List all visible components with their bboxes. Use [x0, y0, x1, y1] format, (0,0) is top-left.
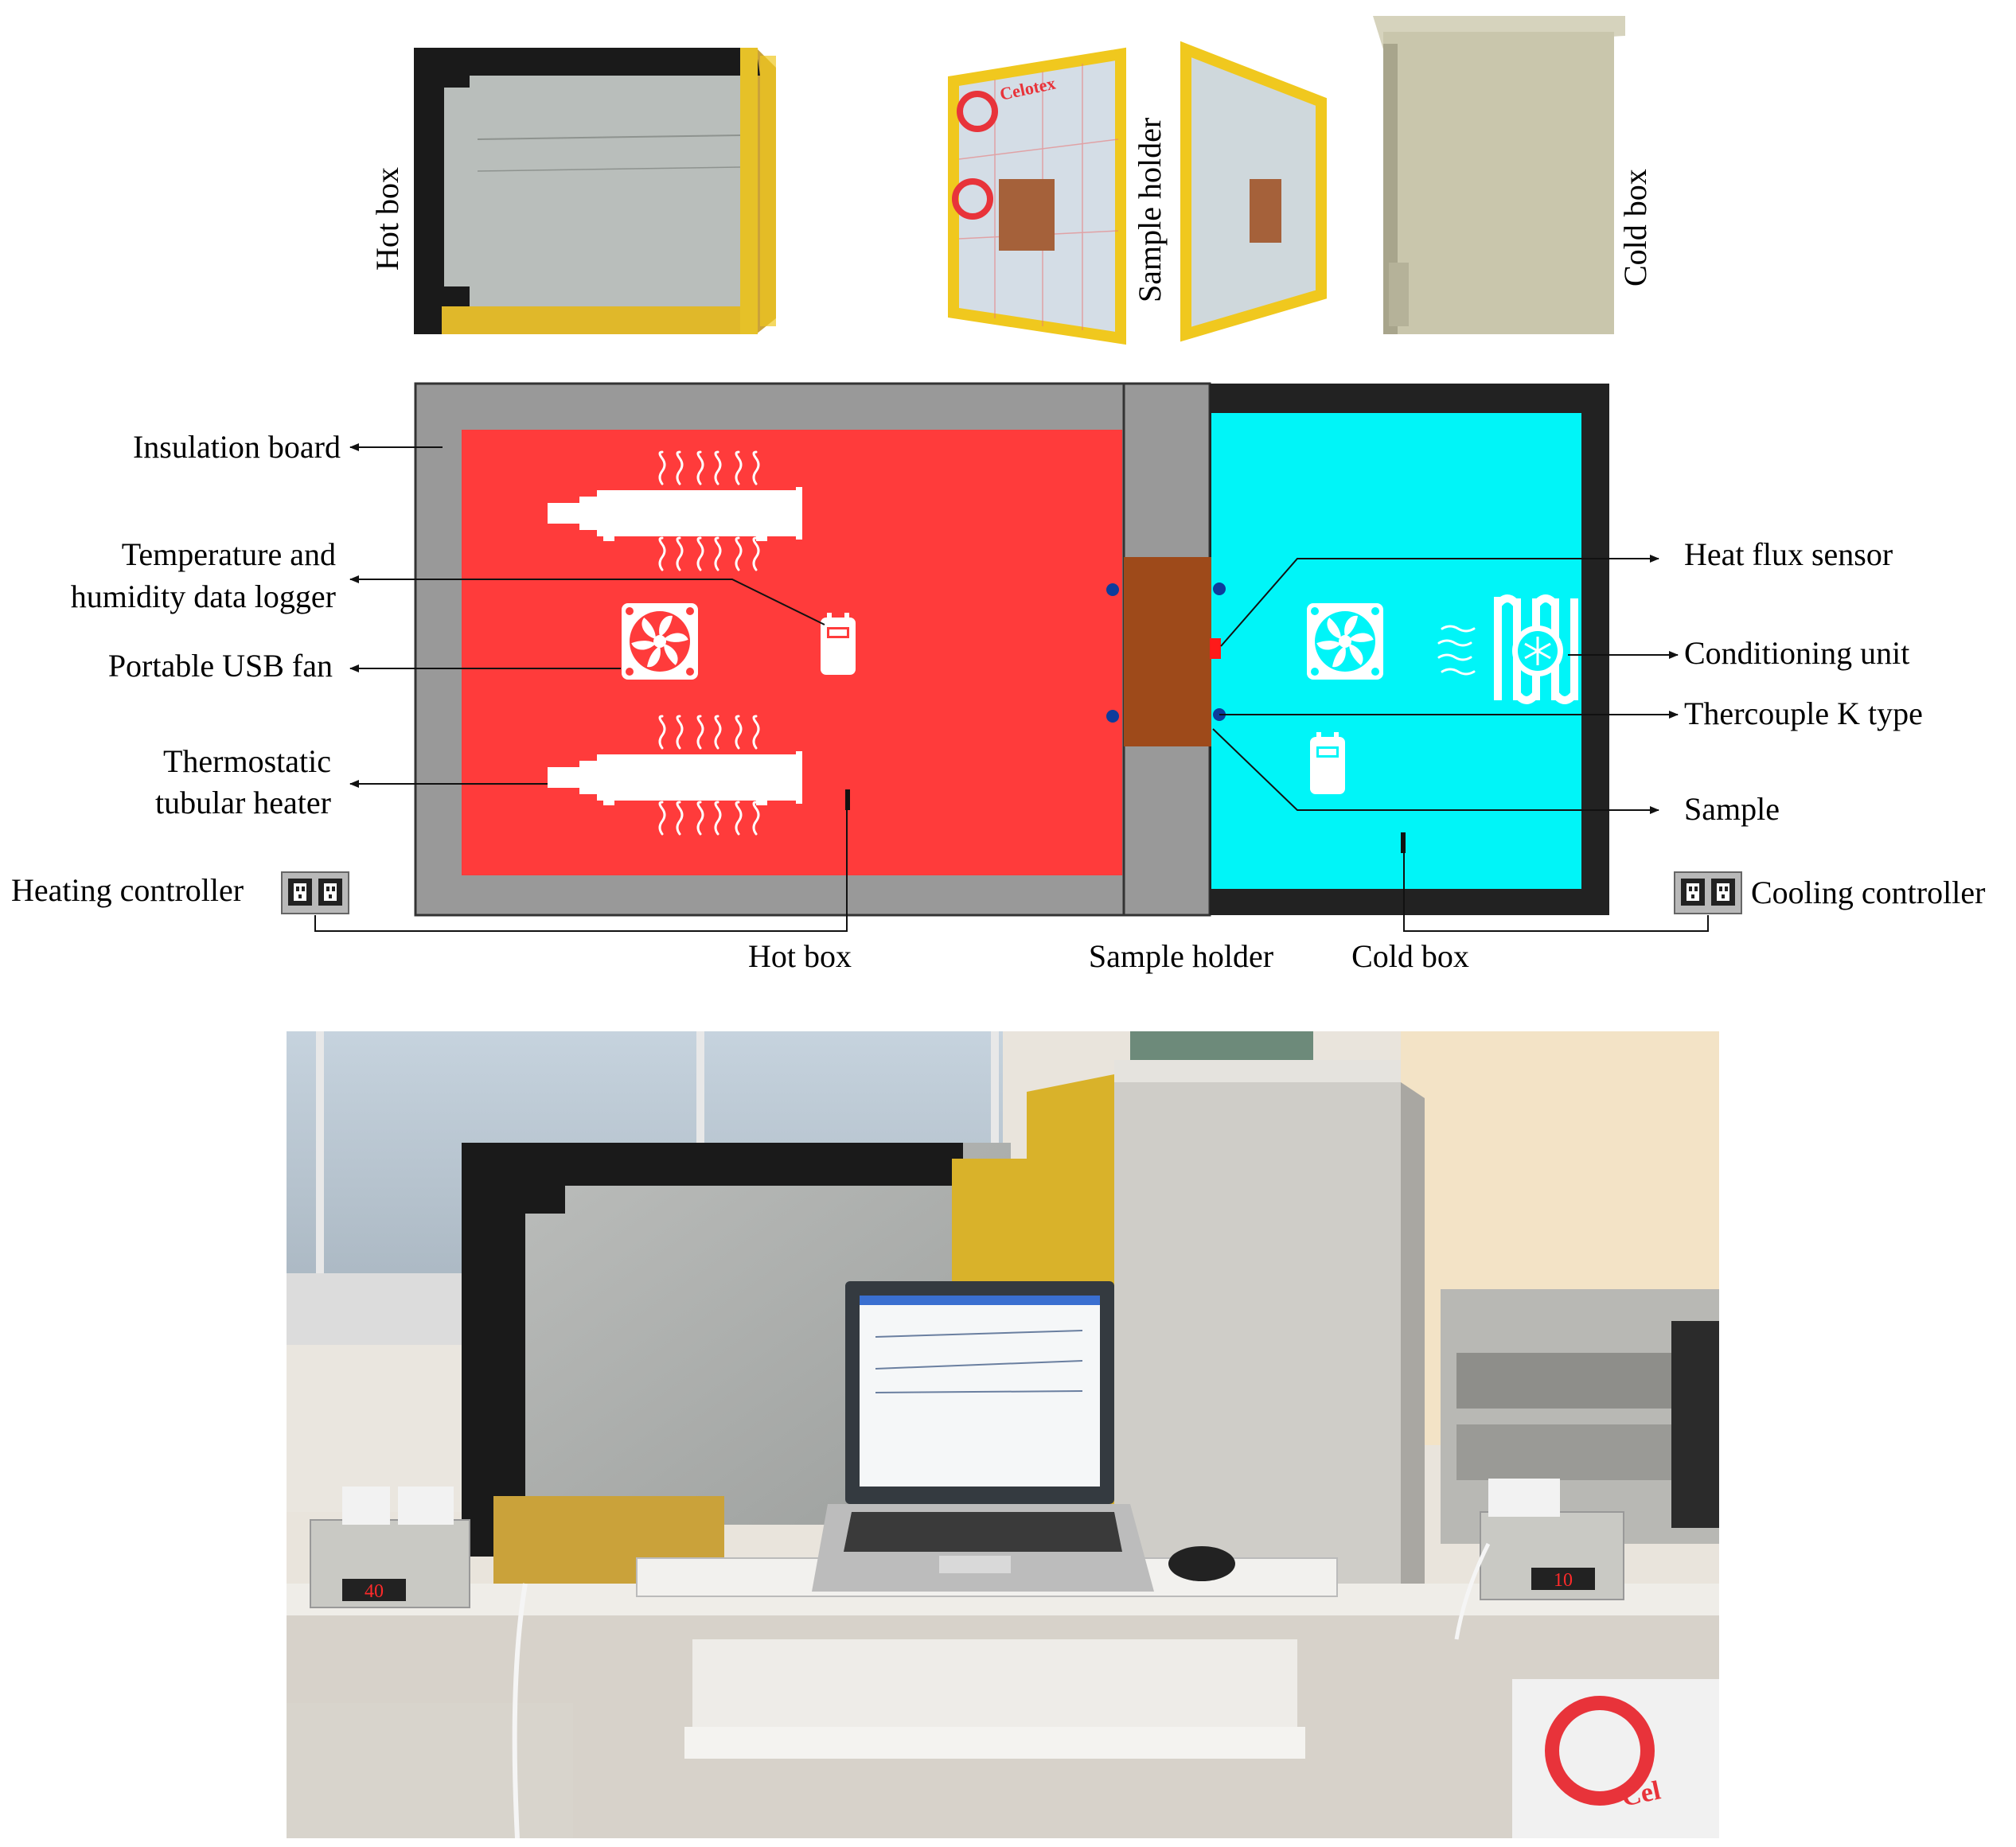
- hot-box-label: Hot box: [748, 938, 852, 974]
- schematic-diagram: Insulation board Temperature and humidit…: [11, 382, 1985, 974]
- thermocouple-2: [1213, 583, 1226, 595]
- heating-controller-display: 40: [365, 1581, 384, 1602]
- top-photo-strip: Hot box Celotex Sample holder: [369, 16, 1653, 345]
- conditioning-unit-icon: [1437, 594, 1578, 704]
- cooling-controller-icon: [1674, 871, 1742, 914]
- probe-hot: [845, 789, 850, 810]
- temp-logger-label-line2: humidity data logger: [71, 579, 336, 614]
- thermocouple-1: [1106, 583, 1119, 596]
- sample-holder-label: Sample holder: [1089, 938, 1273, 974]
- heating-controller-icon: [281, 871, 349, 914]
- sample-holder-photo-label: Sample holder: [1132, 118, 1168, 302]
- heat-flux-sensor: [1210, 638, 1221, 659]
- heating-controller-label: Heating controller: [11, 872, 244, 908]
- hot-box-photo-label: Hot box: [369, 167, 405, 271]
- data-logger-icon-hot: [821, 613, 856, 675]
- hot-box-photo: [414, 48, 776, 334]
- cold-box-photo: [1373, 16, 1625, 334]
- cooling-controller-display: 10: [1554, 1570, 1573, 1591]
- temp-logger-label-line1: Temperature and: [122, 536, 336, 572]
- lab-setup-photo: 40 10: [287, 1031, 1719, 1838]
- insulation-board-label: Insulation board: [133, 429, 341, 465]
- sample-holder-photo-left: Celotex: [948, 47, 1126, 345]
- usb-fan-label: Portable USB fan: [108, 648, 333, 684]
- thermocouple-3: [1106, 710, 1119, 723]
- data-logger-icon-cold: [1310, 732, 1345, 794]
- sample-label: Sample: [1684, 791, 1780, 827]
- cold-box-label: Cold box: [1351, 938, 1469, 974]
- thermocouple-label: Thercouple K type: [1684, 696, 1923, 731]
- fan-icon-cold: [1307, 603, 1383, 680]
- probe-cold: [1401, 832, 1406, 853]
- heater-label-line1: Thermostatic: [163, 743, 331, 779]
- sample-holder-photo-right: [1180, 41, 1327, 342]
- laptop: [812, 1281, 1154, 1592]
- heater-label-line2: tubular heater: [155, 785, 331, 820]
- fan-icon-hot: [622, 603, 698, 680]
- cooling-controller-label: Cooling controller: [1751, 875, 1985, 910]
- mouse: [1168, 1546, 1235, 1581]
- cold-box-photo-label: Cold box: [1617, 169, 1653, 286]
- cold-box-photo-bottom: [1114, 1060, 1401, 1585]
- heat-flux-sensor-label: Heat flux sensor: [1684, 536, 1893, 572]
- conditioning-unit-label: Conditioning unit: [1684, 635, 1909, 671]
- sample-block: [1124, 557, 1211, 746]
